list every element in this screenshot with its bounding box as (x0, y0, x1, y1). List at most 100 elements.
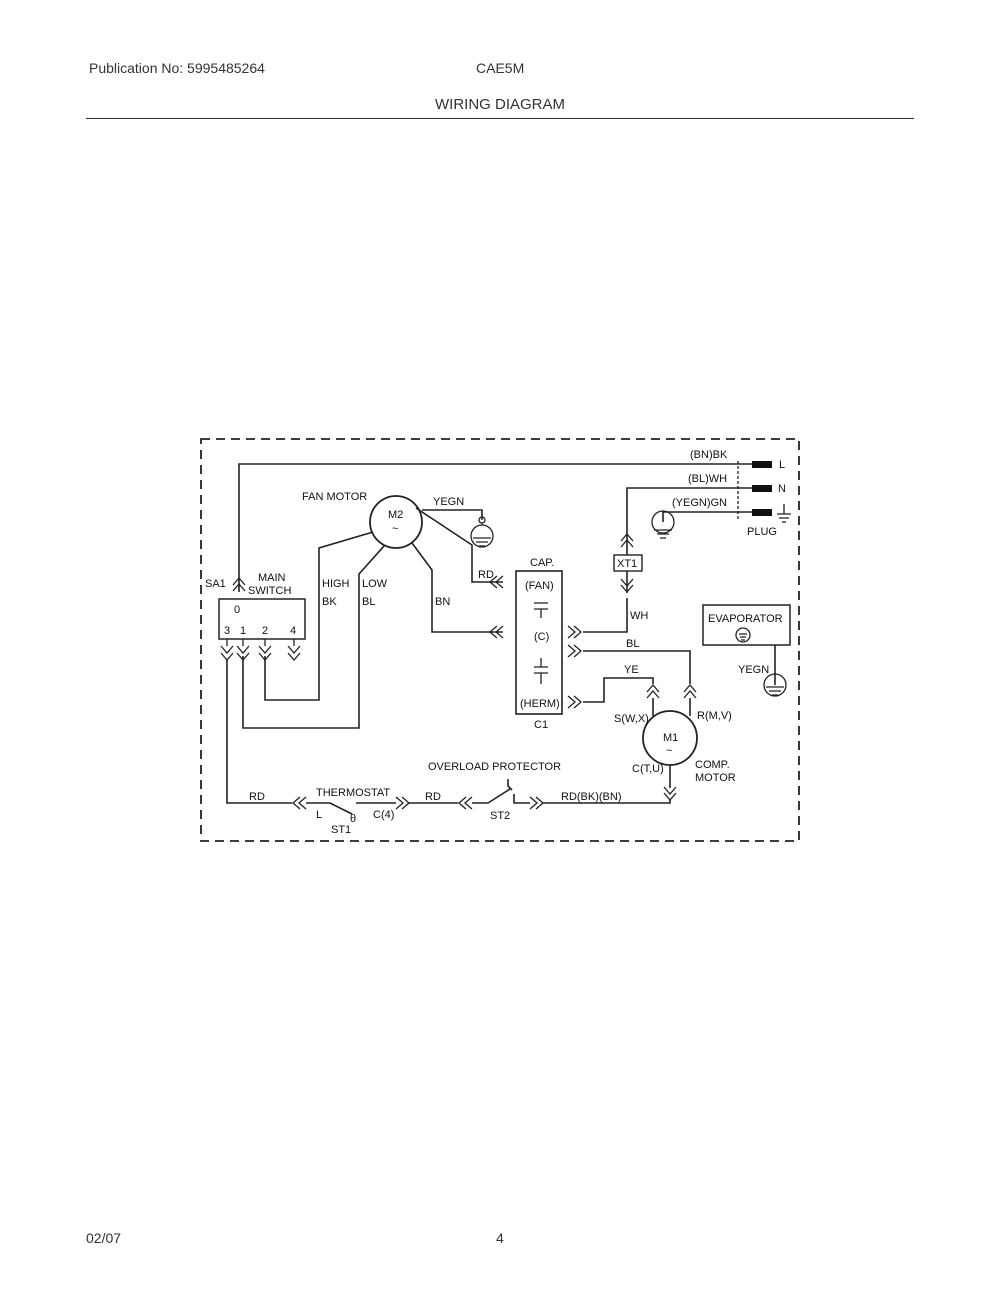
cap-fan-label: (FAN) (525, 580, 554, 592)
model-number: CAE5M (476, 60, 525, 76)
sa1-arrow (232, 577, 246, 592)
st1-label: ST1 (331, 824, 351, 836)
st2-label: ST2 (490, 810, 510, 822)
ground-symbol-evap (763, 673, 787, 697)
switch-pos-3: 3 (224, 625, 230, 637)
overload-label: OVERLOAD PROTECTOR (428, 761, 561, 773)
label-bnbk: (BN)BK (690, 449, 728, 461)
wire-bl-wh (626, 487, 752, 555)
bl-low-label: BL (362, 596, 375, 608)
plug-label-l: L (779, 459, 785, 471)
xt1-box (613, 554, 643, 572)
main-label: MAIN (258, 572, 286, 584)
wh-label: WH (630, 610, 648, 622)
yegn-fan-label: YEGN (433, 496, 464, 508)
m2-label: M2 (388, 509, 403, 521)
m1-label: M1 (663, 732, 678, 744)
motor-label: MOTOR (695, 772, 736, 784)
wire-rd-fan-cap (415, 507, 503, 583)
cap-arrow-c2 (567, 644, 582, 658)
low-label: LOW (362, 578, 388, 590)
cap-arrow-herm (567, 695, 582, 709)
rd-bkbn-label: RD(BK)(BN) (561, 791, 622, 803)
wire-bn (411, 542, 503, 633)
cap-c-label: (C) (534, 631, 549, 643)
overload-arrow-left (458, 796, 473, 810)
rd-mid-label: RD (425, 791, 441, 803)
theta-symbol: θ (350, 813, 356, 825)
switch-pos-0: 0 (234, 604, 240, 616)
bl-cap-label: BL (626, 638, 639, 650)
label-yegngn: (YEGN)GN (672, 497, 727, 509)
wire-rd-bk-bn (543, 800, 671, 804)
switch-pos-1: 1 (240, 625, 246, 637)
publication-number: Publication No: 5995485264 (89, 60, 265, 76)
fan-motor-label: FAN MOTOR (302, 491, 367, 503)
diagram-frame (200, 438, 800, 842)
page-title: WIRING DIAGRAM (435, 96, 565, 113)
plug-pin-ground (752, 509, 772, 516)
comp-arrow-c (663, 786, 677, 801)
xt1-connector-arrow-top (620, 533, 634, 548)
switch-label: SWITCH (248, 585, 291, 597)
page-number: 4 (496, 1230, 504, 1246)
fan-motor-m2 (369, 495, 423, 549)
overload-st2 (472, 779, 530, 804)
wire-bn-bk (238, 463, 752, 592)
switch-terminal-stubs (226, 639, 295, 646)
plug-label-n: N (778, 483, 786, 495)
sa1-label: SA1 (205, 578, 226, 590)
cap-arrow-bn (489, 625, 504, 639)
capacitor-c1 (515, 570, 563, 715)
evaporator-label: EVAPORATOR (708, 613, 783, 625)
cap-arrow-rd (489, 575, 504, 589)
wire-ye-comp (583, 677, 654, 703)
wire-bl-comp (583, 650, 691, 684)
c1-label: C1 (534, 719, 548, 731)
wire-wh-xt1 (583, 571, 628, 633)
comp-arrow-r (683, 684, 697, 699)
thermostat-c4-label: C(4) (373, 809, 394, 821)
cap-herm-label: (HERM) (520, 698, 560, 710)
plug-ground-symbol (777, 504, 791, 523)
evaporator-ground-symbol (735, 627, 751, 643)
comp-label: COMP. (695, 759, 730, 771)
ground-symbol-fan (470, 516, 494, 548)
yegn-evap-label: YEGN (738, 664, 769, 676)
r-mv-label: R(M,V) (697, 710, 732, 722)
main-switch-sa1 (218, 598, 306, 640)
overload-arrow-right (529, 796, 544, 810)
thermostat-st1 (306, 802, 396, 815)
cap-fan-plates (534, 602, 548, 618)
switch-arrows (220, 645, 301, 661)
wire-high-bk (264, 531, 374, 701)
rd-left-label: RD (249, 791, 265, 803)
s-wx-label: S(W,X) (614, 713, 649, 725)
c-tu-label: C(T,U) (632, 763, 664, 775)
high-label: HIGH (322, 578, 350, 590)
xt1-label: XT1 (617, 558, 637, 570)
plug-pin-n (752, 485, 772, 492)
label-blwh: (BL)WH (688, 473, 727, 485)
wire-low-bl (242, 545, 385, 729)
header-rule (86, 118, 914, 119)
switch-pos-2: 2 (262, 625, 268, 637)
ground-symbol-plug (651, 510, 675, 539)
cap-arrow-c1 (567, 625, 582, 639)
thermostat-arrow-right (395, 796, 410, 810)
ye-label: YE (624, 664, 639, 676)
plug-pin-l (752, 461, 772, 468)
cap-label: CAP. (530, 557, 554, 569)
switch-pos-4: 4 (290, 625, 296, 637)
bn-label: BN (435, 596, 450, 608)
plug-label: PLUG (747, 526, 777, 538)
rd-cap-label: RD (478, 569, 494, 581)
bk-label: BK (322, 596, 337, 608)
comp-arrow-s (646, 684, 660, 699)
thermostat-l-label: L (316, 809, 322, 821)
thermostat-arrow-left (292, 796, 307, 810)
wire-rd-bottom (226, 660, 292, 804)
footer-date: 02/07 (86, 1230, 122, 1246)
wire-yegn-gn (662, 511, 752, 522)
